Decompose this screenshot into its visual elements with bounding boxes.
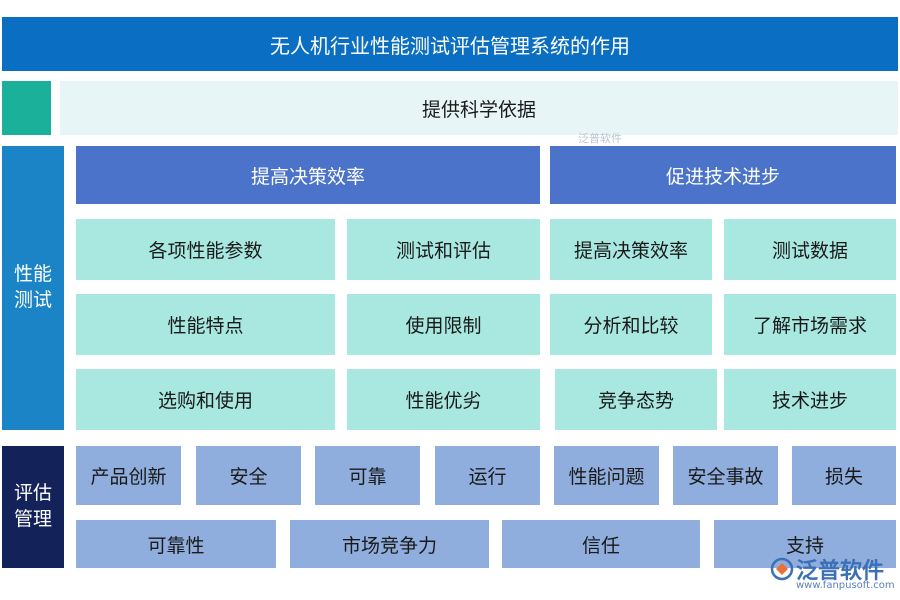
cell-perf-left: 选购和使用	[76, 369, 335, 430]
side-label-evaluation-management: 评估 管理	[2, 446, 64, 568]
brand-logo-icon	[770, 557, 794, 581]
brand-url: www.fanpusoft.com	[796, 580, 895, 591]
cell-eval: 安全事故	[673, 446, 778, 505]
cell-eval: 损失	[792, 446, 896, 505]
cell-perf-left: 使用限制	[347, 294, 540, 355]
cell-perf-right: 测试数据	[724, 219, 896, 280]
cell-perf-left: 性能特点	[76, 294, 335, 355]
cell-eval: 运行	[435, 446, 540, 505]
cell-eval: 产品创新	[76, 446, 181, 505]
teal-marker	[2, 81, 51, 135]
cell-eval: 安全	[196, 446, 301, 505]
cell-perf-right: 分析和比较	[550, 294, 712, 355]
cell-perf-right: 竞争态势	[555, 369, 717, 430]
cell-perf-right: 提高决策效率	[550, 219, 712, 280]
side-label-performance-test: 性能 测试	[2, 146, 64, 430]
cell-perf-left: 测试和评估	[347, 219, 540, 280]
cell-eval: 可靠性	[76, 520, 276, 568]
cell-perf-left: 各项性能参数	[76, 219, 335, 280]
header-improve-decision-efficiency: 提高决策效率	[76, 146, 540, 204]
diagram-title: 无人机行业性能测试评估管理系统的作用	[2, 17, 898, 71]
cell-perf-right: 了解市场需求	[724, 294, 896, 355]
cell-eval: 市场竞争力	[290, 520, 489, 568]
scientific-basis-row: 提供科学依据	[60, 81, 898, 135]
cell-perf-left: 性能优劣	[347, 369, 540, 430]
cell-eval: 信任	[502, 520, 700, 568]
cell-eval: 可靠	[315, 446, 420, 505]
brand-watermark: 泛普软件 www.fanpusoft.com	[770, 553, 895, 597]
cell-perf-right: 技术进步	[724, 369, 896, 430]
cell-eval: 性能问题	[554, 446, 659, 505]
brand-name: 泛普软件	[796, 559, 885, 584]
watermark-small: 泛普软件	[578, 132, 622, 145]
header-promote-tech-progress: 促进技术进步	[550, 146, 896, 204]
cell-eval: 支持	[714, 520, 896, 568]
